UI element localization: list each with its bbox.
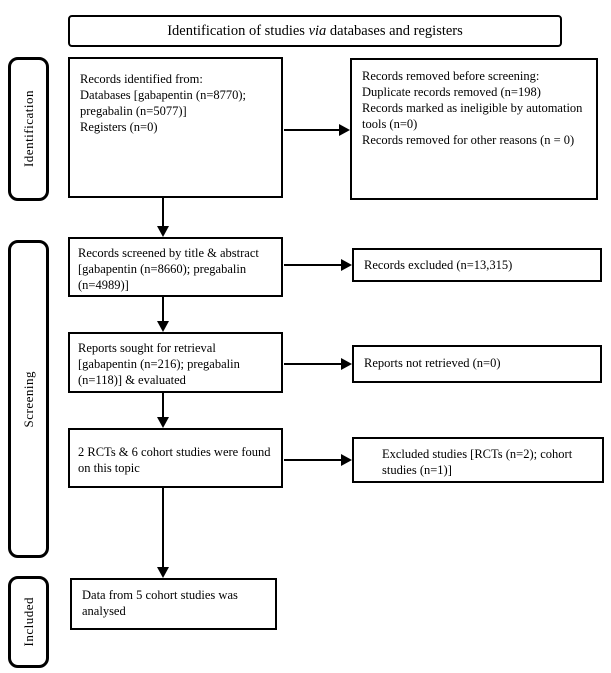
title-box: Identification of studies via databases …	[68, 15, 562, 47]
box-data-analysed: Data from 5 cohort studies was analysed	[70, 578, 277, 630]
reports-sought-text: Reports sought for retrieval [gabapentin…	[78, 341, 240, 387]
arrow-head-icon	[157, 567, 169, 578]
records-identified-registers: Registers (n=0)	[80, 120, 158, 134]
box-studies-found: 2 RCTs & 6 cohort studies were found on …	[68, 428, 283, 488]
records-identified-heading: Records identified from:	[80, 72, 203, 86]
phase-identification: Identification	[8, 57, 49, 201]
excluded-studies-text: Excluded studies [RCTs (n=2); cohort stu…	[382, 447, 573, 477]
arrow-line	[162, 198, 164, 227]
records-removed-duplicates: Duplicate records removed (n=198)	[362, 85, 541, 99]
box-excluded-studies: Excluded studies [RCTs (n=2); cohort stu…	[352, 437, 604, 483]
records-excluded-text: Records excluded (n=13,315)	[364, 258, 513, 272]
arrow-head-icon	[341, 454, 352, 466]
arrow-head-icon	[157, 417, 169, 428]
arrow-line	[162, 297, 164, 322]
studies-found-text: 2 RCTs & 6 cohort studies were found on …	[78, 445, 271, 475]
arrow-line	[162, 393, 164, 418]
title-text-post: databases and registers	[326, 23, 463, 39]
reports-not-retrieved-text: Reports not retrieved (n=0)	[364, 356, 501, 370]
phase-included: Included	[8, 576, 49, 668]
phase-screening: Screening	[8, 240, 49, 558]
title-text: Identification of studies via databases …	[167, 23, 463, 39]
records-identified-databases: Databases [gabapentin (n=8770); pregabal…	[80, 88, 247, 118]
box-records-excluded: Records excluded (n=13,315)	[352, 248, 602, 282]
phase-identification-label: Identification	[20, 90, 36, 168]
records-removed-other: Records removed for other reasons (n = 0…	[362, 133, 575, 147]
arrow-head-icon	[157, 226, 169, 237]
title-text-pre: Identification of studies	[167, 23, 309, 39]
records-screened-text: Records screened by title & abstract [ga…	[78, 246, 259, 292]
box-records-screened: Records screened by title & abstract [ga…	[68, 237, 283, 297]
box-records-identified: Records identified from: Databases [gaba…	[68, 57, 283, 198]
phase-included-label: Included	[20, 597, 36, 647]
arrow-head-icon	[341, 259, 352, 271]
arrow-line	[284, 129, 339, 131]
box-reports-not-retrieved: Reports not retrieved (n=0)	[352, 345, 602, 383]
arrow-line	[162, 488, 164, 568]
arrow-head-icon	[341, 358, 352, 370]
records-removed-heading: Records removed before screening:	[362, 69, 540, 83]
records-removed-automation: Records marked as ineligible by automati…	[362, 101, 583, 131]
arrow-line	[284, 459, 341, 461]
arrow-head-icon	[339, 124, 350, 136]
arrow-line	[284, 264, 341, 266]
data-analysed-text: Data from 5 cohort studies was analysed	[82, 588, 238, 618]
arrow-line	[284, 363, 341, 365]
phase-screening-label: Screening	[20, 370, 36, 428]
title-text-italic: via	[308, 23, 327, 39]
arrow-head-icon	[157, 321, 169, 332]
box-reports-sought: Reports sought for retrieval [gabapentin…	[68, 332, 283, 393]
box-records-removed: Records removed before screening: Duplic…	[350, 58, 598, 200]
